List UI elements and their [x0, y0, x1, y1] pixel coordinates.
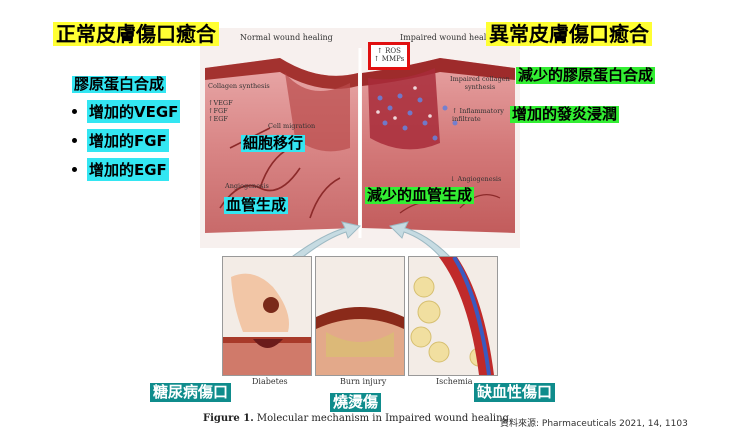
- diabetes-label: Diabetes: [252, 377, 288, 386]
- figure-caption: Figure 1. Molecular mechanism in Impaire…: [203, 413, 513, 424]
- left-collagen-text: Collagen synthesis: [208, 82, 270, 90]
- diabetes-panel: [222, 256, 312, 376]
- ischemia-panel: [408, 255, 498, 376]
- right-inflammatory-text: ↑ Inflammatory infiltrate: [452, 107, 504, 123]
- left-factors: ↑VEGF ↑FGF ↑EGF: [208, 99, 233, 123]
- increased-inflammation-label: 增加的發炎浸潤: [510, 105, 620, 123]
- mmps-text: ↑ MMPs: [373, 55, 405, 64]
- burn-panel: [315, 256, 405, 376]
- ros-mmps-box: ↑ ROS ↑ MMPs: [368, 42, 410, 70]
- normal-skin-label: 正常皮膚傷口癒合: [53, 22, 219, 46]
- normal-wound-title: Normal wound healing: [240, 33, 333, 42]
- ischemic-wound-label: 缺血性傷口: [474, 383, 556, 402]
- burn-label: Burn injury: [340, 377, 387, 386]
- list-item: 增加的EGF: [68, 158, 180, 181]
- abnormal-skin-label: 異常皮膚傷口癒合: [486, 22, 652, 46]
- left-angiogenesis-text: Angiogenesis: [225, 182, 269, 190]
- ischemia-label: Ischemia: [436, 377, 473, 386]
- impaired-wound-title: Impaired wound healing: [400, 33, 500, 42]
- right-angiogenesis-text: ↓ Angiogenesis: [450, 175, 502, 183]
- reduced-collagen-label: 減少的膠原蛋白合成: [516, 66, 656, 84]
- right-collagen-text: Impaired collagen synthesis: [450, 75, 510, 91]
- cell-migration-label: 細胞移行: [241, 134, 306, 152]
- growth-factor-list: 增加的VEGF 增加的FGF 增加的EGF: [68, 100, 181, 181]
- collagen-synthesis-label: 膠原蛋白合成: [72, 75, 167, 93]
- list-item: 增加的VEGF: [68, 100, 181, 123]
- reduced-angiogenesis-label: 減少的血管生成: [365, 186, 475, 204]
- ros-text: ↑ ROS: [377, 47, 401, 55]
- list-item: 增加的FGF: [68, 129, 180, 152]
- angiogenesis-label: 血管生成: [224, 196, 289, 214]
- source-citation: 資料來源: Pharmaceuticals 2021, 14, 1103: [500, 419, 688, 429]
- cell-migration-text: Cell migration: [268, 122, 316, 130]
- diabetic-wound-label: 糖尿病傷口: [150, 383, 232, 402]
- burn-label-zh: 燒燙傷: [330, 393, 382, 412]
